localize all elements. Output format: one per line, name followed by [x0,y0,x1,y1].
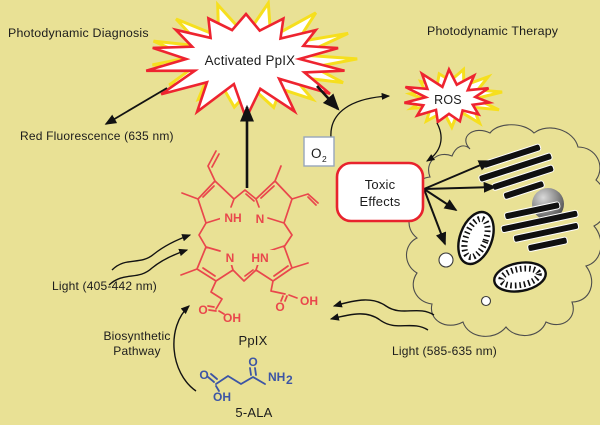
vesicle-icon [480,295,492,307]
ppix-nh-label: NH [224,211,241,225]
ppix-hn-label: HN [251,251,268,265]
arrow-light-diagnosis-1 [111,234,192,271]
ppix-o-left-label: O [198,303,207,317]
arrow-oxygen-to-ros [330,92,391,139]
er-golgi-stack-icon [478,143,555,200]
arrow-ros-to-toxic [426,122,442,162]
light-diagnosis-label: Light (405-442 nm) [52,279,157,293]
toxic-effects-box [335,161,425,223]
arrow-ppix-to-oxygen [316,85,340,111]
ros-label: ROS [434,93,462,107]
mitochondrion-icon [493,261,547,293]
red-fluorescence-label: Red Fluorescence (635 nm) [20,129,174,143]
ala-o-ketone-label: O [248,355,257,369]
ppix-oh-left-label: OH [223,311,241,325]
er-golgi-stack-icon [500,201,580,252]
ala-amine-label: NH 2 [268,368,293,387]
arrow-toxic-to-er [423,160,492,190]
oxygen-box [303,136,335,167]
ppix-n-bottom-label: N [226,251,235,265]
ala-label: 5-ALA [235,405,272,420]
ppix-label: PpIX [239,333,268,348]
arrow-light-therapy-1 [332,299,435,316]
toxic-effects-line1: Toxic [365,177,396,192]
arrow-toxic-to-golgi [423,181,497,193]
oxygen-label: O 2 [311,145,327,164]
arrow-biosynthetic-pathway [173,305,197,392]
biosynthetic-pathway-line1: Biosynthetic [103,329,170,343]
ala-molecule: O OH O NH 2 [199,355,293,404]
ala-o-acid-label: O [199,368,208,382]
ppix-o-right-label: O [275,300,284,314]
toxic-effects-line2: Effects [360,194,401,209]
ala-oh-label: OH [213,390,231,404]
arrow-light-diagnosis-2 [108,248,189,286]
arrow-toxic-to-mitochondrion [423,188,458,211]
ppix-n-top-label: N [256,212,265,226]
ros-burst-red [404,66,495,125]
arrow-ppix-to-fluorescence [104,87,168,125]
mitochondrion-icon [457,210,495,266]
title-photodynamic-therapy: Photodynamic Therapy [427,24,559,38]
vesicle-icon [438,252,454,268]
ppix-molecule: NH N N HN O OH O OH [180,150,319,325]
ppix-oh-right-label: OH [300,294,318,308]
activated-ppix-label: Activated PpIX [205,53,296,68]
title-photodynamic-diagnosis: Photodynamic Diagnosis [8,26,149,40]
light-therapy-label: Light (585-635 nm) [392,344,497,358]
biosynthetic-pathway-line2: Pathway [113,344,160,358]
arrow-light-therapy-2 [329,313,429,331]
arrow-toxic-to-vesicle [423,188,447,246]
